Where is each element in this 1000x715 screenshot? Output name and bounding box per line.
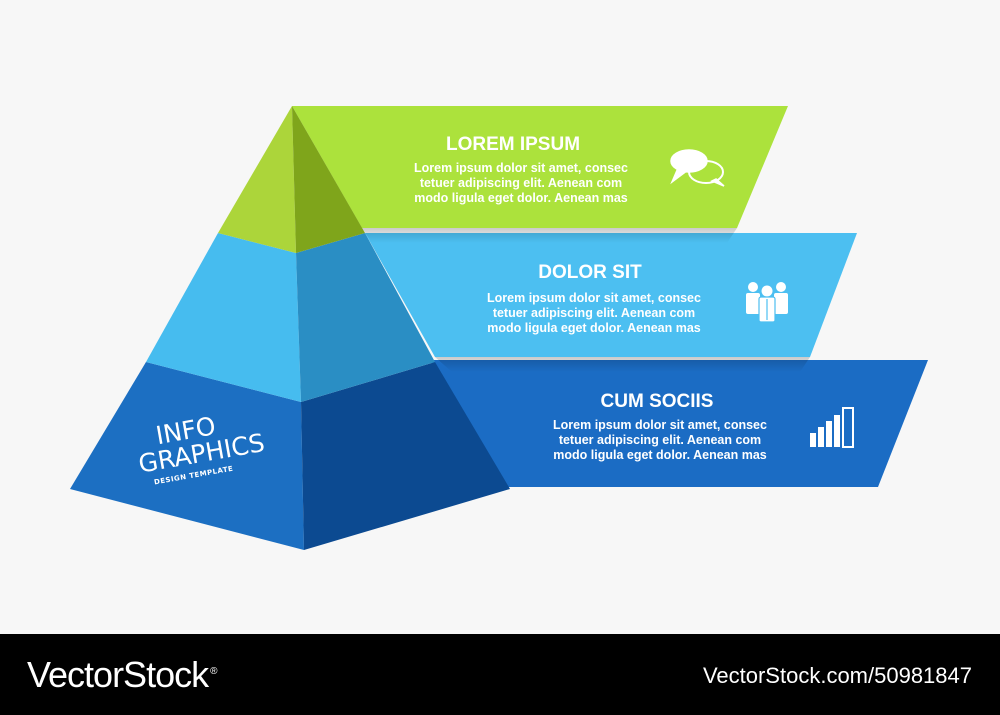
- speech-bubbles-icon: [670, 149, 725, 187]
- block-lorem-ipsum-text: LOREM IPSUM Lorem ipsum dolor sit amet, …: [414, 134, 628, 205]
- block-line: tetuer adipiscing elit. Aenean com: [493, 306, 695, 320]
- block-line: Lorem ipsum dolor sit amet, consec: [553, 418, 767, 432]
- block-line: tetuer adipiscing elit. Aenean com: [420, 176, 622, 190]
- bar-chart-icon: [810, 407, 854, 448]
- block-line: Lorem ipsum dolor sit amet, consec: [414, 161, 628, 175]
- vectorstock-logo: VectorStock®: [27, 654, 218, 696]
- block-dolor-sit-text: DOLOR SIT Lorem ipsum dolor sit amet, co…: [487, 262, 701, 335]
- stock-id: VectorStock.com/50981847: [702, 663, 972, 688]
- block-title: DOLOR SIT: [538, 262, 642, 283]
- banner-lorem-ipsum: [292, 106, 788, 243]
- registered-mark: ®: [210, 666, 217, 677]
- block-cum-sociis-text: CUM SOCIIS Lorem ipsum dolor sit amet, c…: [553, 391, 767, 462]
- banner-dolor-sit: [365, 233, 857, 372]
- block-line: tetuer adipiscing elit. Aenean com: [559, 433, 761, 447]
- banner-cum-sociis: [430, 360, 928, 487]
- block-title: LOREM IPSUM: [446, 134, 580, 155]
- pyramid-top-right-face: [292, 106, 365, 253]
- block-line: modo ligula eget dolor. Aenean mas: [487, 321, 701, 335]
- people-group-icon: [746, 282, 788, 323]
- watermark-footer: VectorStock® VectorStock.com/50981847: [0, 634, 1000, 715]
- pyramid-bottom-left-face: [70, 362, 304, 550]
- block-line: modo ligula eget dolor. Aenean mas: [414, 191, 628, 205]
- block-title: CUM SOCIIS: [601, 391, 714, 412]
- banner-sky-shape: [365, 233, 857, 357]
- pyramid-middle-right-face: [296, 233, 435, 402]
- banner-green-shape: [292, 106, 788, 228]
- brand-name: VectorStock: [27, 654, 209, 695]
- pyramid: [70, 106, 510, 550]
- pyramid-infographic: INFO GRAPHICS DESIGN TEMPLATE LOREM IPSU…: [70, 106, 928, 550]
- block-line: Lorem ipsum dolor sit amet, consec: [487, 291, 701, 305]
- block-line: modo ligula eget dolor. Aenean mas: [553, 448, 767, 462]
- pyramid-top-left-face: [218, 106, 296, 253]
- pyramid-bottom-right-face: [301, 362, 510, 550]
- infographic-stage: INFO GRAPHICS DESIGN TEMPLATE LOREM IPSU…: [70, 106, 928, 550]
- banner-green-shadow: [362, 228, 737, 243]
- banner-blue-shape: [430, 360, 928, 487]
- pyramid-middle-left-face: [146, 233, 301, 402]
- banner-sky-shadow: [435, 357, 810, 372]
